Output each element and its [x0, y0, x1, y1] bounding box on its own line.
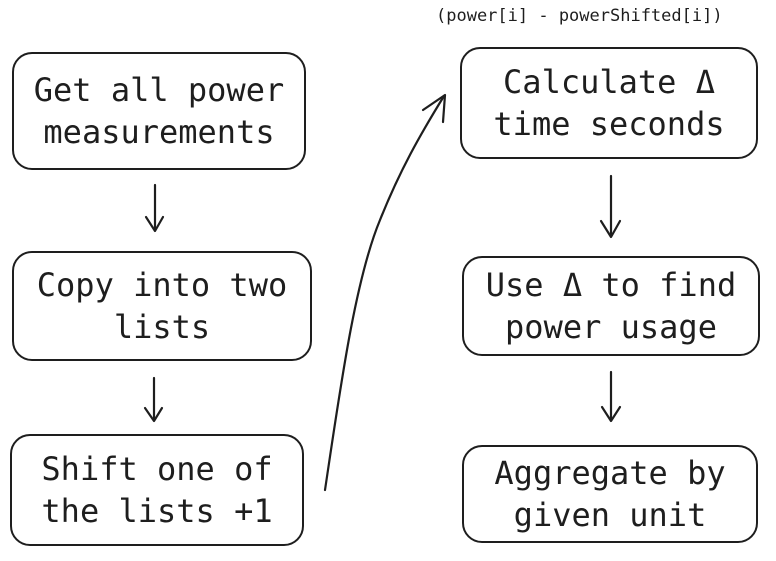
step-shift-list: Shift one of the lists +1	[10, 434, 304, 546]
step-find-power-usage: Use Δ to find power usage	[462, 256, 760, 356]
step-label-line2: measurements	[43, 113, 275, 151]
step-label-line1: Use Δ to find	[485, 266, 737, 304]
step-label-line1: Shift one of	[41, 450, 273, 488]
arrow-down-2	[143, 376, 164, 423]
step-get-power-measurements: Get all power measurements	[12, 52, 306, 170]
annotation-note: (power[i] - powerShifted[i])	[436, 6, 723, 26]
step-label-line2: given unit	[513, 496, 707, 534]
step-label-line1: Copy into two	[36, 266, 288, 304]
step-label-line1: Get all power	[33, 71, 285, 109]
arrow-down-1	[144, 183, 165, 233]
step-label-line2: time seconds	[493, 105, 725, 143]
step-copy-into-two-lists: Copy into two lists	[12, 251, 312, 361]
arrow-down-3	[599, 174, 622, 239]
step-label-line1: Calculate Δ	[503, 63, 715, 101]
step-calculate-delta-time: Calculate Δ time seconds	[460, 47, 758, 159]
step-label-line1: Aggregate by	[494, 454, 726, 492]
arrow-curved-to-right-column	[323, 93, 447, 492]
step-label-line2: power usage	[505, 308, 717, 346]
arrow-down-4	[600, 370, 622, 423]
step-label-line2: the lists +1	[41, 492, 273, 530]
step-aggregate-by-unit: Aggregate by given unit	[462, 445, 758, 543]
step-label-line2: lists	[113, 308, 211, 346]
